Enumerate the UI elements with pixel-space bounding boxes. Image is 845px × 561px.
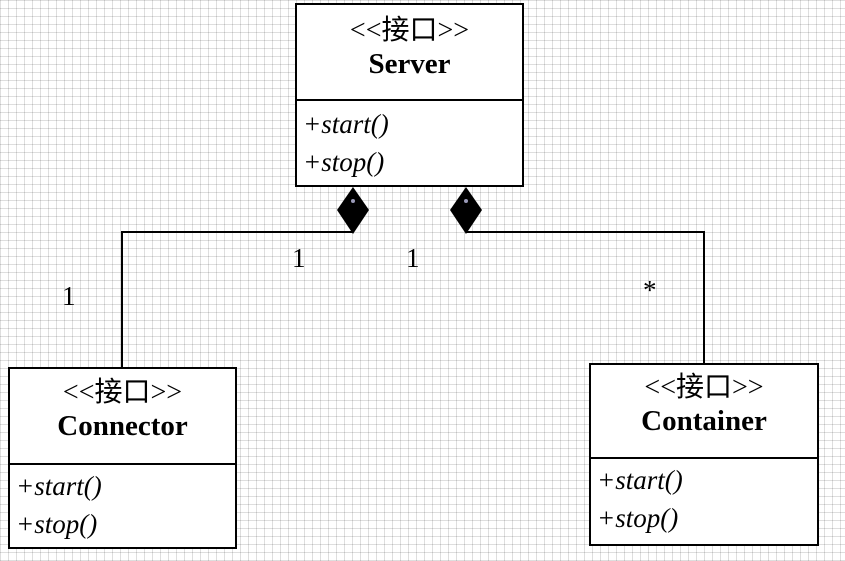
class-connector[interactable]: <<接口>> Connector +start() +stop() [8, 367, 237, 549]
operation-start: +start() [16, 471, 102, 501]
operation-stop: +stop() [597, 503, 679, 533]
multiplicity-connector-end: 1 [62, 281, 76, 311]
class-server-header: <<接口>> Server [297, 5, 522, 101]
operation-stop: +stop() [303, 147, 385, 177]
class-name: Server [368, 48, 451, 80]
operation-start: +start() [303, 109, 389, 139]
composition-line-connector [121, 231, 353, 368]
operations-list: +start() +stop() [10, 465, 235, 543]
operations-list: +start() +stop() [591, 459, 817, 537]
selection-handle [464, 199, 468, 203]
class-container-header: <<接口>> Container [591, 365, 817, 459]
multiplicity-connector-server-end: 1 [292, 243, 306, 273]
selection-handle [351, 199, 355, 203]
stereotype-label: <<接口>> [644, 372, 764, 403]
multiplicity-container-server-end: 1 [406, 243, 420, 273]
composition-line-container [466, 231, 705, 363]
multiplicity-container-end: * [643, 275, 657, 305]
class-name: Connector [57, 410, 188, 442]
class-server[interactable]: <<接口>> Server +start() +stop() [295, 3, 524, 187]
operation-stop: +stop() [16, 509, 98, 539]
operations-list: +start() +stop() [297, 101, 522, 181]
class-name: Container [641, 405, 767, 437]
stereotype-label: <<接口>> [349, 15, 470, 46]
operation-start: +start() [597, 465, 683, 495]
composition-diamond-connector [337, 187, 369, 234]
class-container[interactable]: <<接口>> Container +start() +stop() [589, 363, 819, 546]
class-connector-header: <<接口>> Connector [10, 369, 235, 465]
stereotype-label: <<接口>> [62, 377, 183, 408]
composition-diamond-container [450, 187, 482, 234]
